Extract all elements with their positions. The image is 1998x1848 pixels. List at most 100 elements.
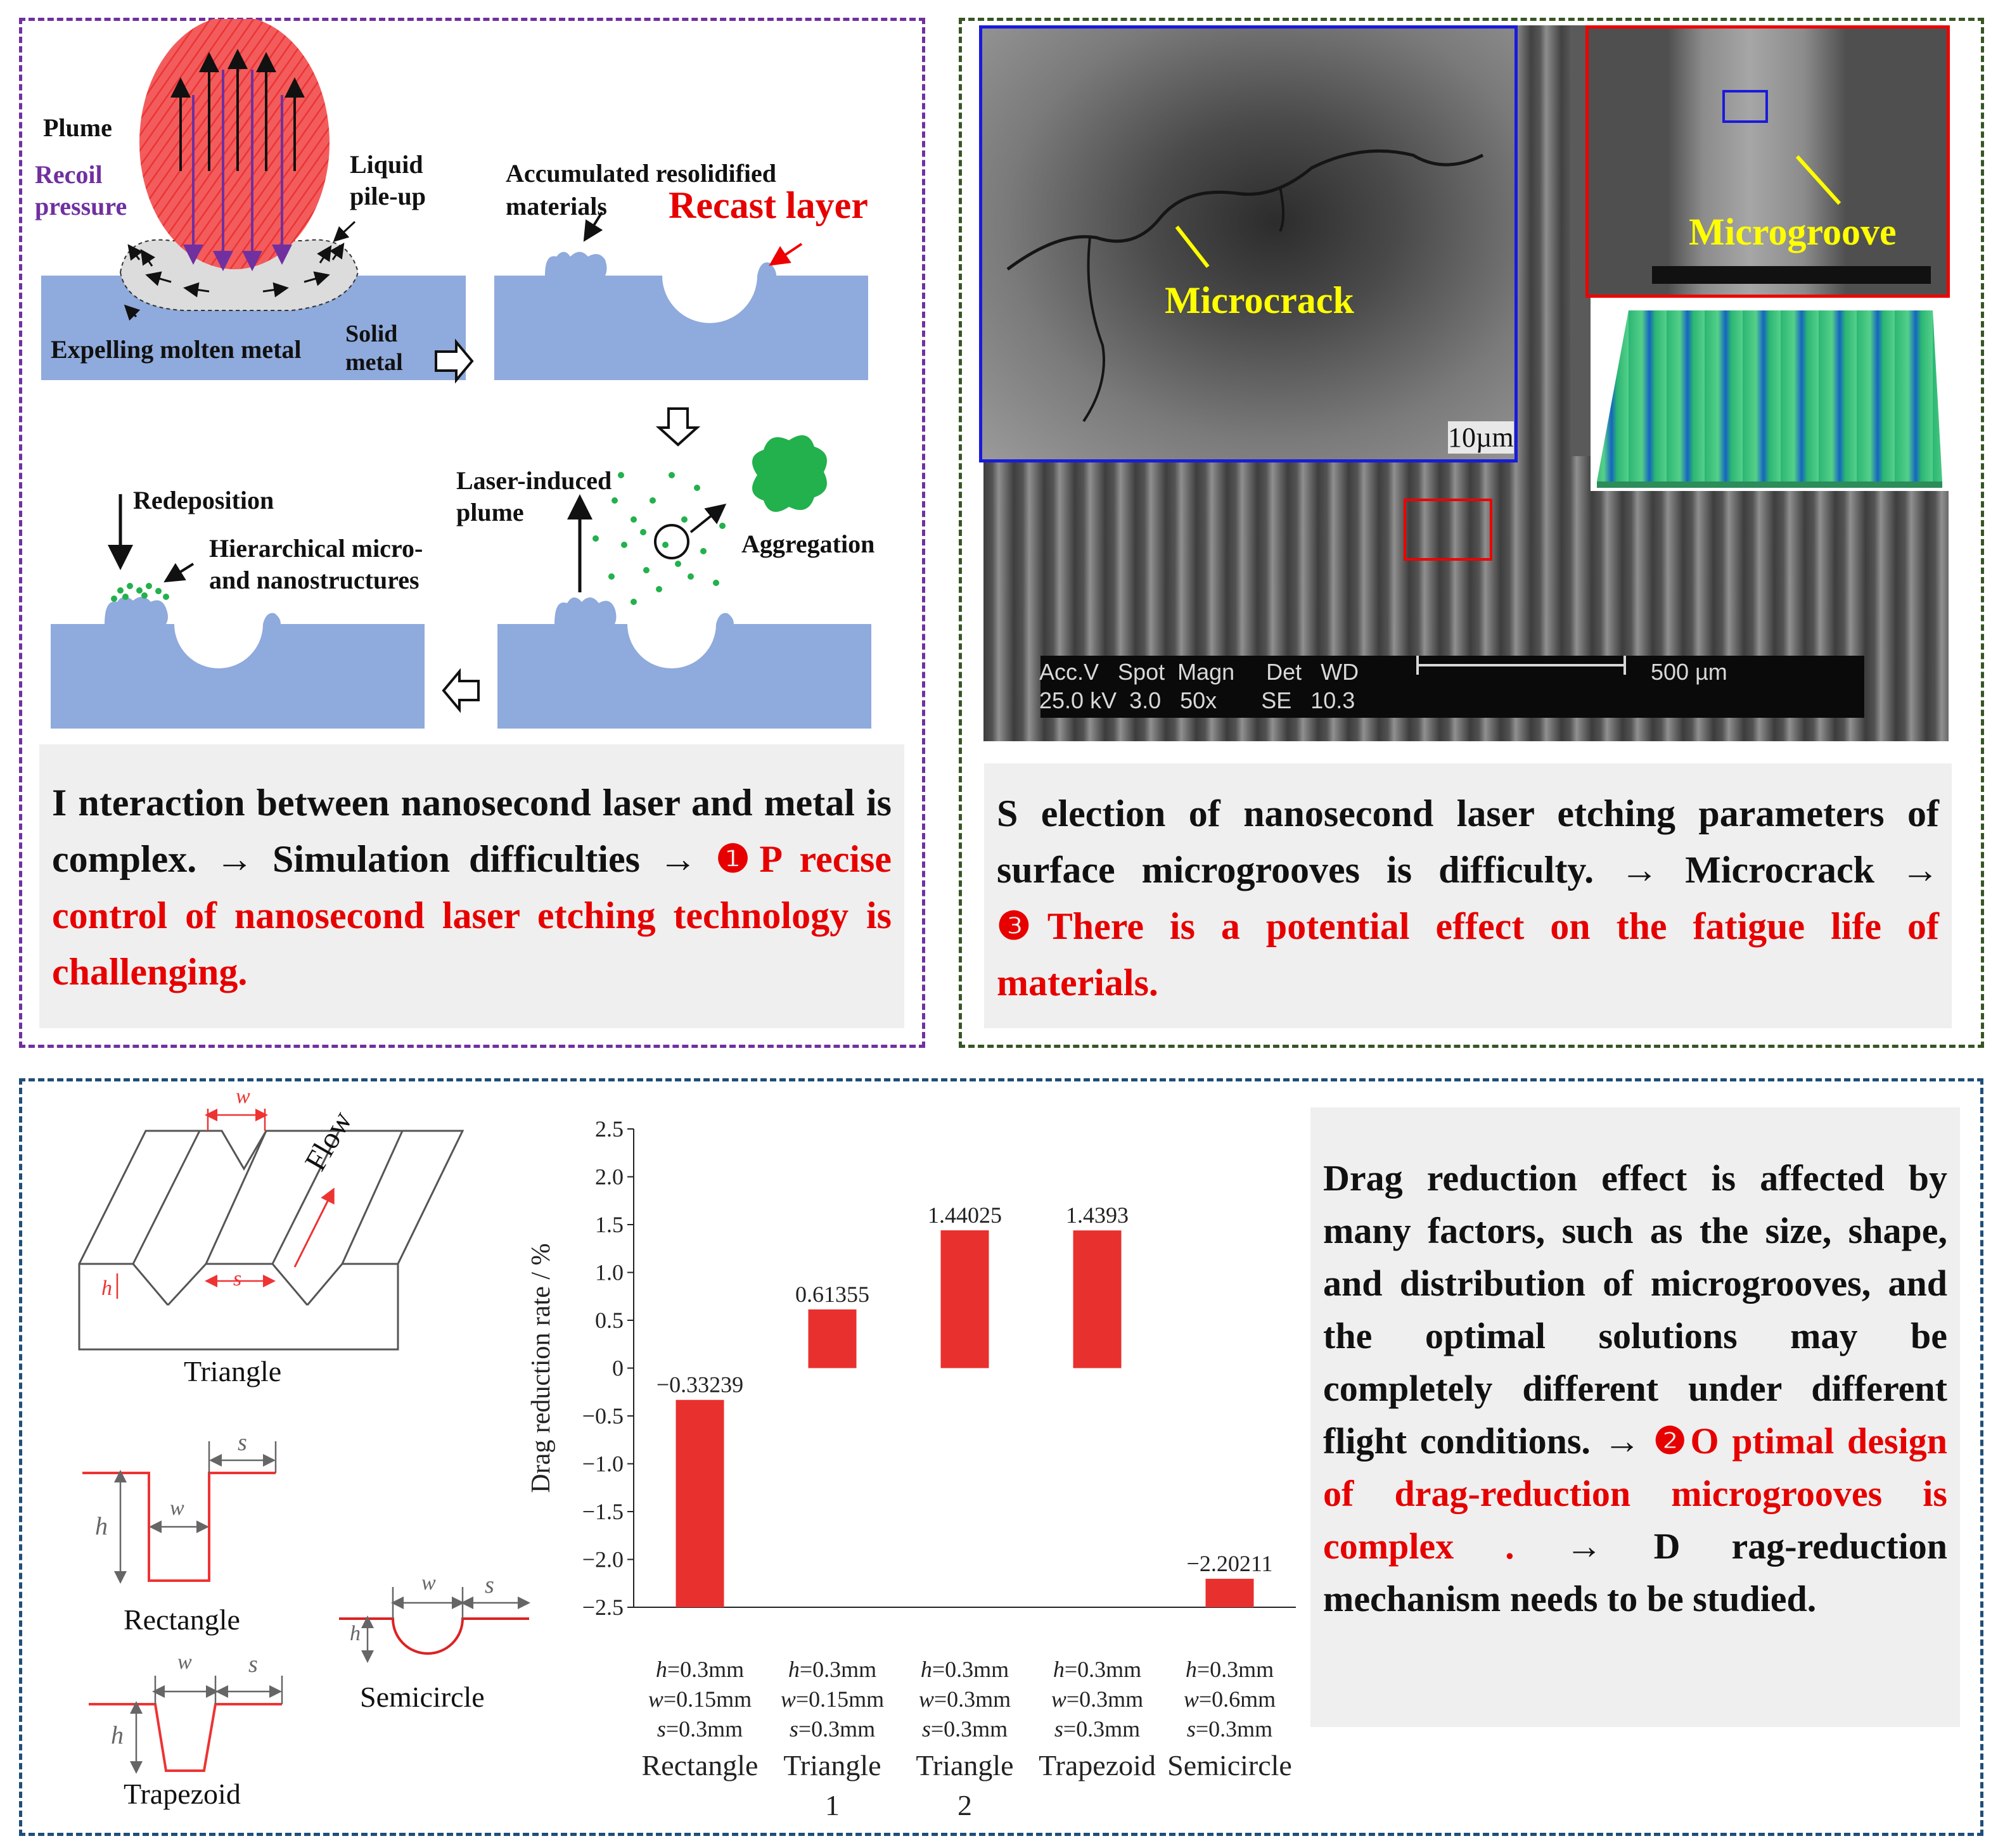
label-triangle: Triangle <box>184 1355 282 1387</box>
label-rectangle: Rectangle <box>124 1603 240 1636</box>
y-tick-label: 2.5 <box>595 1116 624 1142</box>
label-accumulated: Accumulated resolidified <box>506 159 777 188</box>
label-plume-2: plume <box>456 498 524 526</box>
panel2-caption-plain: S election of nanosecond laser etching p… <box>997 793 1939 891</box>
bar-param-label: w=0.3mm <box>1051 1686 1143 1712</box>
x-category-label: 2 <box>957 1789 972 1821</box>
panel3-caption: Drag reduction effect is affected by man… <box>1310 1107 1960 1727</box>
bar-param-label: s=0.3mm <box>1054 1716 1140 1742</box>
drag-reduction-bar-chart: 2.52.01.51.00.50−0.5−1.0−1.5−2.0−2.5Drag… <box>527 1116 1296 1821</box>
bar-param-label: h=0.3mm <box>656 1657 744 1682</box>
sem-scale-tick-right <box>1623 656 1626 675</box>
sem-data-row-1: Acc.V Spot Magn Det WD <box>1039 659 1359 685</box>
label-recoil: Recoil <box>35 160 103 189</box>
label-triangle-h: h <box>101 1277 112 1300</box>
label-rect-h: h <box>95 1512 108 1540</box>
label-rect-w: w <box>170 1496 184 1520</box>
bar-3 <box>940 1230 989 1368</box>
label-liquid: Liquid <box>350 150 423 179</box>
bar-1 <box>676 1399 724 1607</box>
bar-param-label: h=0.3mm <box>788 1657 876 1682</box>
label-hierarchical: Hierarchical micro- <box>209 534 423 563</box>
label-trap-h: h <box>111 1721 124 1749</box>
label-rect-s: s <box>238 1429 247 1456</box>
aggregation-cluster <box>752 435 827 512</box>
panel1-caption-plain: I nteraction between nanosecond laser an… <box>52 782 892 880</box>
bar-param-label: w=0.15mm <box>648 1686 752 1712</box>
sem-microgroove-inset <box>1585 25 1950 298</box>
bar-value-label: −2.20211 <box>1187 1551 1273 1576</box>
x-category-label: Rectangle <box>642 1749 759 1781</box>
x-category-label: Triangle <box>916 1749 1013 1781</box>
panel3-caption-tail: → D rag-reduction mechanism needs to be … <box>1323 1526 1947 1619</box>
sem-scale-tick-left <box>1416 656 1419 675</box>
plume-particles <box>592 472 726 605</box>
panel3-caption-red: ❷O ptimal design of drag-reduction micro… <box>1323 1420 1948 1567</box>
label-semi-s: s <box>485 1572 494 1598</box>
label-metal: metal <box>345 349 403 376</box>
bar-param-label: s=0.3mm <box>790 1716 875 1742</box>
microgroove-sem-panel <box>959 18 1984 1048</box>
label-semi-w: w <box>421 1571 436 1595</box>
sem-scale-label: 500 µm <box>1651 659 1727 685</box>
label-semi-h: h <box>350 1622 361 1645</box>
label-trapezoid: Trapezoid <box>124 1778 241 1810</box>
x-category-label: Trapezoid <box>1039 1749 1156 1781</box>
label-solid: Solid <box>345 321 398 347</box>
3d-microgroove-render <box>1591 298 1949 491</box>
bar-param-label: h=0.3mm <box>1053 1657 1141 1682</box>
laser-metal-interaction-panel <box>19 18 925 1048</box>
y-tick-label: −1.5 <box>582 1499 624 1524</box>
plume-shape <box>139 19 330 269</box>
label-laser-induced: Laser-induced <box>456 466 612 495</box>
y-tick-label: 0.5 <box>595 1308 624 1333</box>
label-plume: Plume <box>43 113 112 142</box>
metal-block-2 <box>494 262 868 380</box>
sem-microgroove-blue-box <box>1722 90 1768 123</box>
label-trap-w: w <box>177 1650 192 1674</box>
y-tick-label: 2.0 <box>595 1164 624 1190</box>
sem-scale-bar <box>1416 664 1625 666</box>
bar-param-label: h=0.3mm <box>921 1657 1009 1682</box>
label-semicircle: Semicircle <box>360 1681 485 1713</box>
bar-value-label: 0.61355 <box>795 1282 869 1307</box>
laser-process-diagram <box>41 19 871 729</box>
x-category-label: Triangle <box>783 1749 881 1781</box>
panel1-caption: I nteraction between nanosecond laser an… <box>39 744 904 1028</box>
sem-red-roi-box <box>1404 499 1492 561</box>
y-tick-label: −2.0 <box>582 1547 624 1572</box>
y-tick-label: 1.5 <box>595 1212 624 1237</box>
label-triangle-s: s <box>233 1267 242 1290</box>
label-aggregation: Aggregation <box>741 530 875 558</box>
bar-param-label: s=0.3mm <box>1187 1716 1272 1742</box>
panel3-caption-plain: Drag reduction effect is affected by man… <box>1323 1157 1947 1462</box>
y-tick-label: −2.5 <box>582 1595 624 1620</box>
y-axis-label: Drag reduction rate / % <box>527 1243 556 1493</box>
y-tick-label: −0.5 <box>582 1403 624 1429</box>
label-microgroove: Microgroove <box>1689 211 1897 253</box>
bar-param-label: w=0.15mm <box>781 1686 884 1712</box>
drag-reduction-panel <box>19 1078 1983 1836</box>
y-tick-label: −1.0 <box>582 1451 624 1477</box>
bar-param-label: w=0.3mm <box>919 1686 1011 1712</box>
sem-microcrack-inset <box>979 25 1518 462</box>
panel1-caption-red: ❶P recise control of nanosecond laser et… <box>52 838 892 993</box>
x-category-label: Semicircle <box>1167 1749 1292 1781</box>
label-redeposition: Redeposition <box>133 486 274 514</box>
bar-value-label: 1.4393 <box>1066 1202 1129 1228</box>
bar-2 <box>808 1309 857 1368</box>
bar-param-label: w=0.6mm <box>1184 1686 1276 1712</box>
bar-value-label: −0.33239 <box>656 1372 743 1398</box>
label-pileup: pile-up <box>350 182 426 210</box>
small-scale-label: 10µm <box>1448 421 1514 454</box>
label-microcrack: Microcrack <box>1165 279 1354 321</box>
y-tick-label: 0 <box>612 1356 624 1381</box>
metal-block-3 <box>497 613 871 729</box>
sem-data-row-2: 25.0 kV 3.0 50x SE 10.3 <box>1039 687 1355 713</box>
panel2-caption-red: ❸There is a potential effect on the fati… <box>997 905 1939 1004</box>
label-expelling: Expelling molten metal <box>51 335 302 364</box>
x-category-label: 1 <box>825 1789 840 1821</box>
bar-4 <box>1073 1230 1122 1368</box>
metal-block-4 <box>51 613 425 729</box>
label-triangle-w: w <box>236 1085 250 1108</box>
